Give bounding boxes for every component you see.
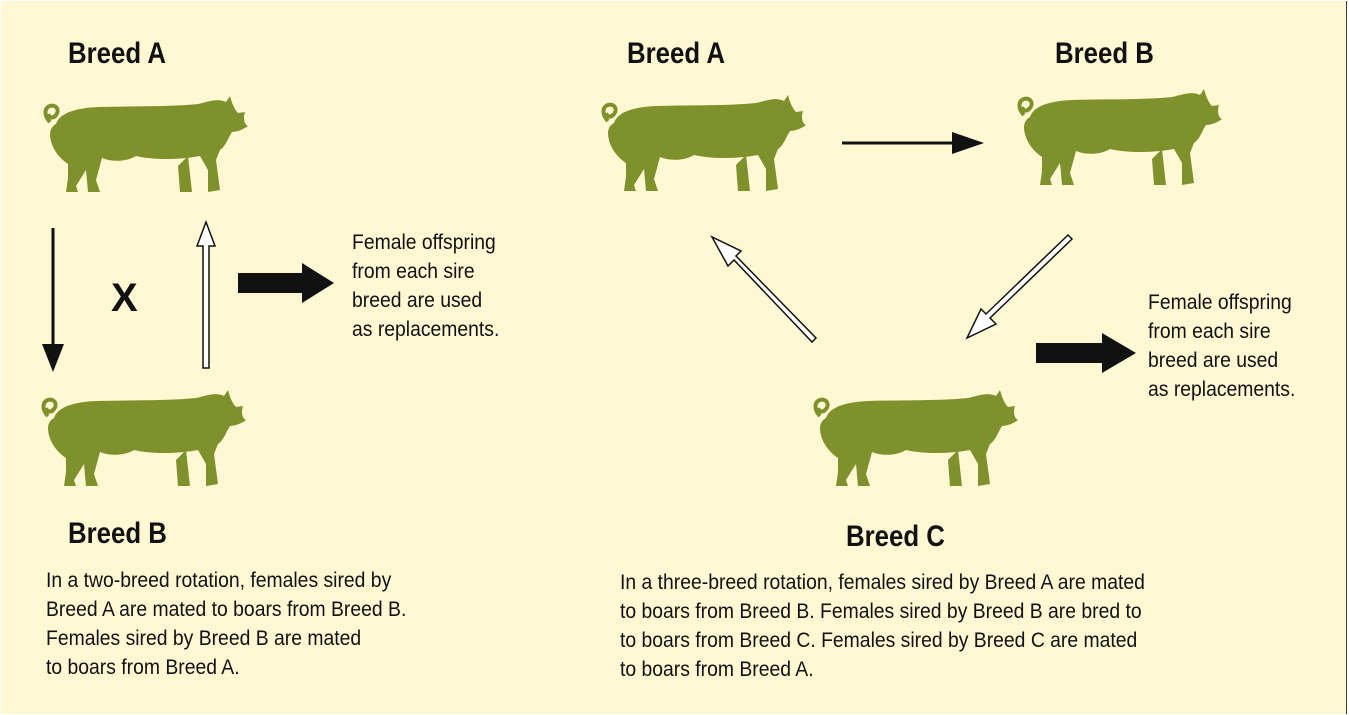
caption-line: to boars from Breed A.: [46, 653, 406, 682]
outcome-line: from each sire: [1148, 317, 1295, 346]
outcome-line: Female offspring: [352, 228, 499, 257]
label-breed-b: Breed B: [68, 517, 167, 551]
arrow-result-three-breed: [1036, 333, 1136, 373]
caption-line: In a three-breed rotation, females sired…: [620, 568, 1145, 597]
outcome-line: as replacements.: [1148, 375, 1295, 404]
arrow-result-two-breed: [238, 263, 334, 303]
label-breed-c: Breed C: [846, 520, 945, 554]
label-breed-a: Breed A: [627, 37, 725, 71]
caption-line: In a two-breed rotation, females sired b…: [46, 566, 406, 595]
outcome-line: breed are used: [1148, 346, 1295, 375]
caption-line: to boars from Breed A.: [620, 655, 1145, 684]
outcome-text-three-breed: Female offspring from each sire breed ar…: [1148, 288, 1295, 404]
label-breed-a: Breed A: [68, 37, 166, 71]
outcome-line: from each sire: [352, 257, 499, 286]
arrow-down-a-to-b: [42, 228, 64, 372]
cross-symbol: X: [111, 276, 138, 321]
caption-line: to boars from Breed B. Females sired by …: [620, 597, 1145, 626]
outcome-line: as replacements.: [352, 315, 499, 344]
caption-two-breed: In a two-breed rotation, females sired b…: [46, 566, 406, 682]
caption-three-breed: In a three-breed rotation, females sired…: [620, 568, 1145, 684]
caption-line: Females sired by Breed B are mated: [46, 624, 406, 653]
arrow-b-to-c: [967, 235, 1072, 338]
outcome-text-two-breed: Female offspring from each sire breed ar…: [352, 228, 499, 344]
outcome-line: breed are used: [352, 286, 499, 315]
caption-line: to boars from Breed C. Females sired by …: [620, 626, 1145, 655]
caption-line: Breed A are mated to boars from Breed B.: [46, 595, 406, 624]
label-breed-b: Breed B: [1055, 37, 1154, 71]
arrow-up-b-to-a: [197, 222, 215, 368]
outcome-line: Female offspring: [1148, 288, 1295, 317]
arrow-c-to-a: [712, 237, 816, 342]
arrow-a-to-b: [842, 132, 984, 154]
